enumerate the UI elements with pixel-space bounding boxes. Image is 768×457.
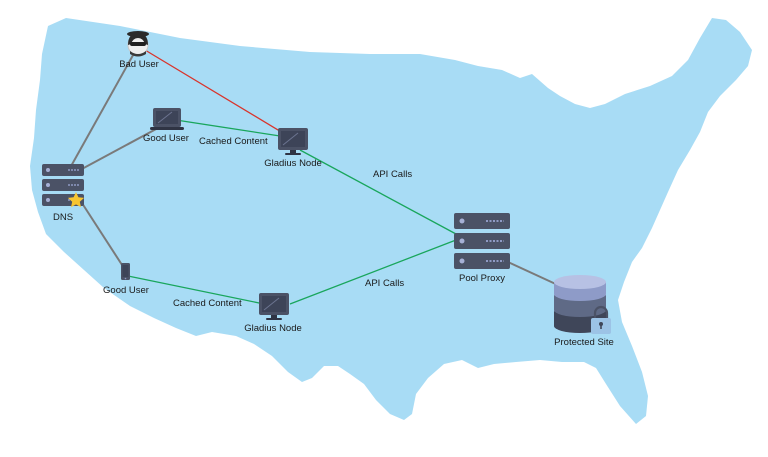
edge-dns-good-user-bottom bbox=[79, 199, 125, 269]
monitor-icon bbox=[278, 128, 308, 155]
laptop-icon bbox=[150, 108, 184, 130]
edge-gladius-bottom-pool-proxy bbox=[289, 239, 457, 305]
edge-label-api-calls-bottom: API Calls bbox=[365, 278, 404, 289]
edge-label-cached-content-top: Cached Content bbox=[199, 136, 268, 147]
hacker-icon bbox=[127, 31, 149, 57]
monitor-icon bbox=[259, 293, 289, 320]
star-icon bbox=[67, 192, 85, 208]
node-gladius-top[interactable]: Gladius Node bbox=[264, 128, 322, 169]
node-label-good-user-bottom: Good User bbox=[103, 285, 149, 296]
node-good-user-top[interactable]: Good User bbox=[143, 108, 189, 144]
node-label-bad-user: Bad User bbox=[119, 59, 159, 70]
node-protected-site[interactable]: Protected Site bbox=[554, 275, 614, 348]
edge-gladius-top-pool-proxy bbox=[299, 149, 457, 235]
database-icon bbox=[554, 275, 606, 333]
node-bad-user[interactable]: Bad User bbox=[119, 31, 159, 70]
node-label-gladius-top: Gladius Node bbox=[264, 158, 322, 169]
node-label-pool-proxy: Pool Proxy bbox=[459, 273, 505, 284]
edge-good-user-gladius-top bbox=[175, 119, 281, 137]
node-good-user-bottom[interactable]: Good User bbox=[103, 263, 149, 296]
node-label-good-user-top: Good User bbox=[143, 133, 189, 144]
edge-label-cached-content-bottom: Cached Content bbox=[173, 298, 242, 309]
node-pool-proxy[interactable]: Pool Proxy bbox=[454, 213, 510, 284]
node-label-protected-site: Protected Site bbox=[554, 337, 614, 348]
edge-pool-proxy-protected-site bbox=[507, 261, 561, 287]
node-gladius-bottom[interactable]: Gladius Node bbox=[244, 293, 302, 334]
node-label-dns: DNS bbox=[53, 212, 73, 223]
phone-icon bbox=[121, 263, 130, 280]
server-stack-icon bbox=[454, 213, 510, 269]
edge-dns-bad-user bbox=[69, 47, 138, 169]
lock-icon bbox=[591, 305, 611, 334]
edge-good-user-gladius-bottom bbox=[127, 275, 265, 305]
edge-bad-user-gladius-top bbox=[144, 49, 289, 137]
node-label-gladius-bottom: Gladius Node bbox=[244, 323, 302, 334]
us-map bbox=[30, 18, 752, 424]
node-dns[interactable]: DNS bbox=[42, 164, 85, 223]
edge-label-api-calls-top: API Calls bbox=[373, 169, 412, 180]
edge-dns-good-user-top bbox=[79, 127, 159, 171]
